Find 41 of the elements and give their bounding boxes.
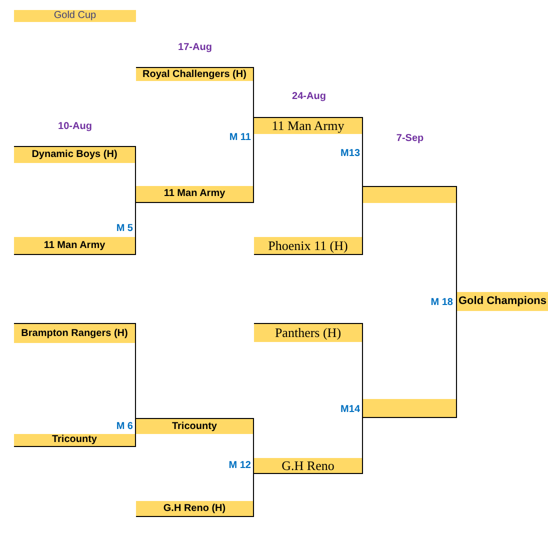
bracket-line	[362, 194, 363, 238]
team-slot: Brampton Rangers (H)	[14, 323, 136, 343]
bracket-line	[253, 125, 254, 186]
bracket-line	[135, 194, 136, 238]
bracket-line	[253, 80, 254, 126]
team-slot: Tricounty	[14, 434, 136, 447]
empty-slot	[363, 399, 457, 418]
empty-slot	[363, 186, 457, 203]
team-slot: Royal Challengers (H)	[136, 67, 254, 81]
date-label: 17-Aug	[178, 42, 212, 54]
match-number: M13	[340, 148, 360, 160]
match-number: M 11	[229, 132, 251, 144]
date-label: 7-Sep	[396, 133, 424, 145]
bracket-line	[362, 134, 363, 195]
team-slot: G.H Reno (H)	[136, 501, 254, 517]
match-number: M14	[340, 404, 360, 416]
champion-slot: Gold Champions	[457, 292, 548, 311]
title-banner: Gold Cup	[14, 10, 136, 22]
team-slot: Phoenix 11 (H)	[254, 237, 363, 255]
date-label: 10-Aug	[58, 121, 92, 133]
team-slot: Tricounty	[136, 418, 254, 434]
bracket-line	[253, 434, 254, 466]
team-slot: Dynamic Boys (H)	[14, 146, 136, 163]
bracket-line	[135, 426, 136, 434]
match-number: M 6	[116, 421, 133, 433]
team-slot: Panthers (H)	[254, 323, 363, 342]
match-number: M 18	[430, 297, 453, 309]
date-label: 24-Aug	[292, 91, 326, 103]
bracket-line	[456, 301, 457, 400]
bracket-line	[253, 466, 254, 502]
bracket-line	[135, 342, 136, 426]
match-number: M 12	[228, 460, 251, 472]
team-slot: 11 Man Army	[14, 237, 136, 255]
match-number: M 5	[116, 223, 133, 235]
bracket-line	[135, 162, 136, 195]
bracket-line	[362, 408, 363, 458]
bracket-line	[362, 342, 363, 409]
team-slot: 11 Man Army	[254, 117, 363, 134]
bracket-line	[456, 202, 457, 302]
team-slot: 11 Man Army	[136, 186, 254, 203]
team-slot: G.H Reno	[254, 458, 363, 474]
